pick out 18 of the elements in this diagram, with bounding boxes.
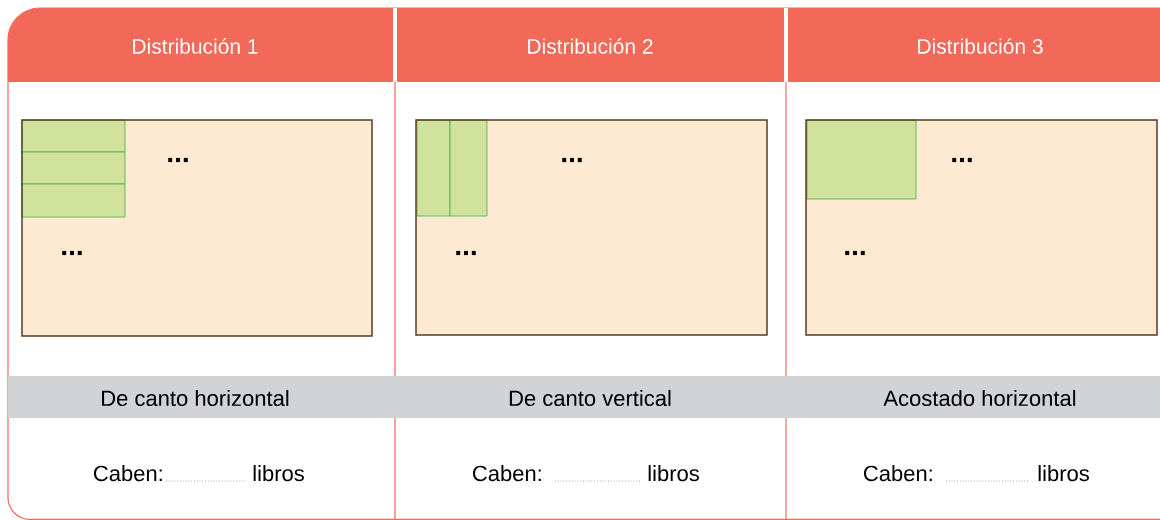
column-header: Distribución 3 [918, 38, 1043, 54]
caption-text: Caben: [93, 465, 162, 482]
ellipsis: ... [168, 157, 188, 163]
caption-text: libros [253, 465, 304, 482]
ellipsis: ... [456, 250, 476, 256]
ellipsis: ... [952, 157, 972, 163]
ellipsis: ... [562, 157, 582, 163]
row-heading: De canto vertical [509, 389, 671, 407]
ellipsis: ... [845, 250, 865, 256]
caption-text: Caben: [473, 465, 541, 482]
column-header: Distribución 2 [528, 38, 653, 54]
row-heading: De canto horizontal [102, 389, 289, 407]
row-heading: Acostado horizontal [883, 389, 1076, 407]
caption-text: Caben: [864, 465, 932, 482]
caption-text: libros [648, 465, 699, 482]
caption-text: libros [1038, 465, 1089, 482]
column-header: Distribución 1 [133, 38, 258, 54]
ellipsis: ... [62, 250, 82, 256]
